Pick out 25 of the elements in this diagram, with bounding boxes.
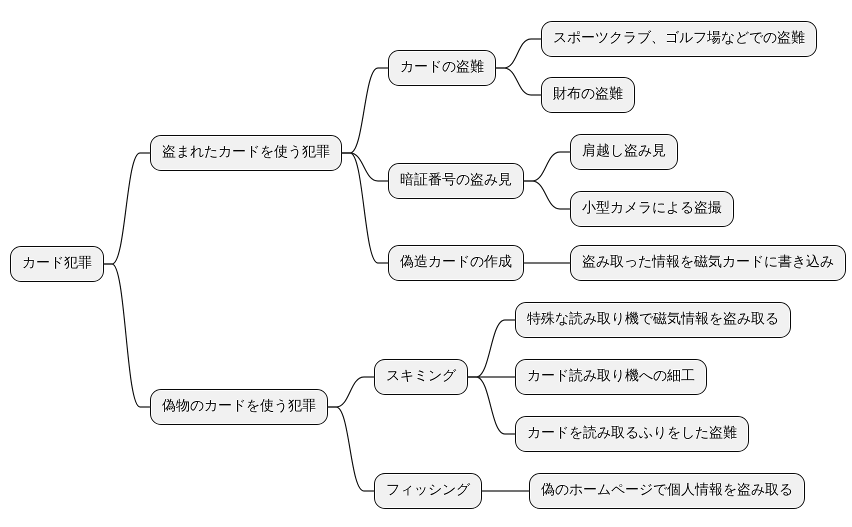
topic-box: 暗証番号の盗み見 (388, 163, 524, 199)
topic-box: 財布の盗難 (541, 77, 635, 113)
connector-line (524, 180, 570, 210)
topic-box: フィッシング (374, 473, 482, 509)
topic-box: カードの盗難 (388, 50, 496, 86)
topic-box: スキミング (374, 359, 468, 395)
topic-box: 偽のホームページで個人情報を盗み取る (529, 473, 805, 509)
connector-line (496, 67, 541, 96)
connector-line (468, 376, 515, 435)
topic-box: 特殊な読み取り機で磁気情報を盗み取る (515, 302, 791, 338)
topic-box: 肩越し盗み見 (570, 134, 678, 170)
topic-box: 小型カメラによる盗撮 (570, 191, 734, 227)
topic-box: 盗まれたカードを使う犯罪 (150, 135, 342, 171)
connector-line (342, 152, 388, 264)
topic-box: 偽物のカードを使う犯罪 (150, 389, 328, 425)
topic-box: スポーツクラブ、ゴルフ場などでの盗難 (541, 21, 817, 57)
connector-line (524, 262, 570, 264)
connector-line (328, 406, 374, 492)
topic-box: カード犯罪 (10, 246, 104, 282)
connector-line (482, 490, 529, 492)
topic-box: 盗み取った情報を磁気カードに書き込み (570, 245, 846, 281)
connector-line (104, 263, 150, 408)
topic-box: カードを読み取るふりをした盗難 (515, 416, 749, 452)
topic-box: カード読み取り機への細工 (515, 359, 707, 395)
topic-box: 偽造カードの作成 (388, 245, 524, 281)
